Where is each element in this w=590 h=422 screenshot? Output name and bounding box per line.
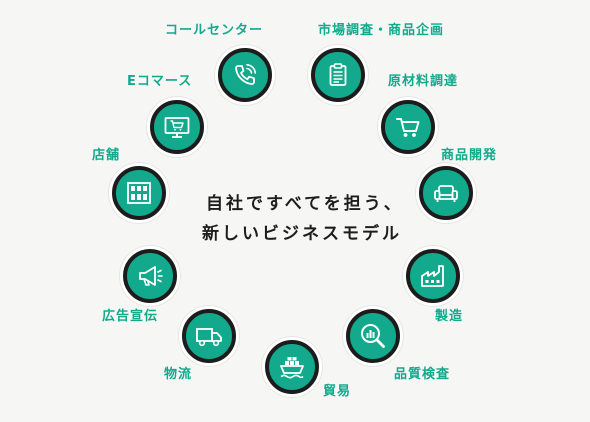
label-quality-inspection: 品質検査 (394, 367, 451, 382)
node-logistics (182, 309, 236, 363)
factory-icon (421, 265, 444, 287)
node-manufacturing (406, 249, 460, 303)
label-product-development: 商品開発 (441, 148, 498, 163)
node-ecommerce (150, 100, 204, 154)
node-call-center (218, 48, 272, 102)
node-store (112, 166, 166, 220)
label-ecommerce: Eコマース (127, 74, 193, 89)
node-market-research (311, 48, 365, 102)
clipboard-icon (329, 63, 347, 86)
storefront-icon (127, 182, 151, 204)
node-trade (265, 340, 319, 394)
center-title-line2: 新しいビジネスモデル (202, 224, 402, 244)
node-raw-materials (381, 100, 435, 154)
label-call-center: コールセンター (165, 23, 264, 38)
sofa-icon (434, 185, 458, 202)
magnifier-chart-icon (361, 324, 385, 348)
cargo-ship-icon (280, 357, 304, 379)
label-logistics: 物流 (164, 367, 193, 382)
label-market-research: 市場調査・商品企画 (318, 23, 445, 38)
label-raw-materials: 原材料調達 (388, 74, 459, 89)
shopping-cart-icon (396, 118, 420, 137)
center-title-line1: 自社ですべてを担う、 (206, 194, 404, 214)
ecommerce-cart-icon (164, 117, 190, 138)
node-quality-inspection (346, 309, 400, 363)
megaphone-icon (139, 266, 163, 286)
label-manufacturing: 製造 (435, 309, 464, 324)
label-advertising: 広告宣伝 (102, 309, 159, 324)
node-product-development (419, 166, 473, 220)
label-trade: 貿易 (323, 384, 352, 399)
phone-icon (235, 64, 256, 85)
label-store: 店舗 (92, 148, 121, 163)
node-advertising (123, 249, 177, 303)
delivery-truck-icon (196, 328, 222, 347)
